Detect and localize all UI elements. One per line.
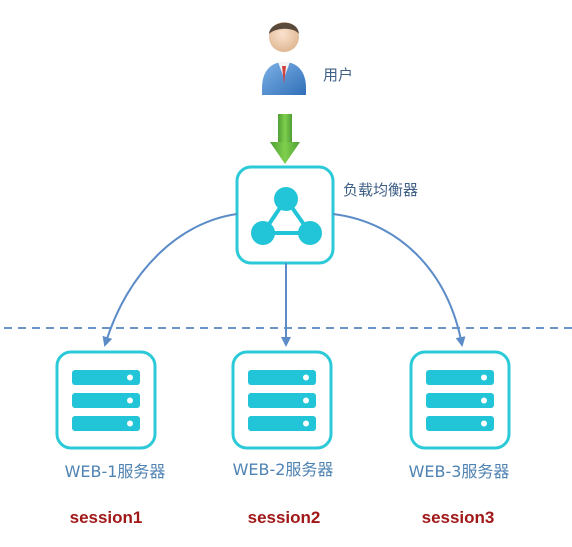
arrow-to-web3 — [332, 213, 466, 347]
web3-server-box[interactable] — [409, 350, 511, 450]
server-stack-icon — [72, 370, 140, 431]
user-label: 用户 — [323, 66, 354, 84]
load-balancer-label: 负载均衡器 — [343, 181, 419, 199]
web1-session-label: session1 — [69, 508, 143, 527]
share-nodes-icon — [251, 187, 322, 245]
web3-server-label: WEB-3服务器 — [408, 462, 510, 481]
web3-session-label: session3 — [421, 508, 495, 527]
down-arrow-icon — [270, 114, 300, 164]
user-icon — [262, 22, 306, 95]
load-balancer-box[interactable] — [235, 165, 335, 265]
web2-server-box[interactable] — [231, 350, 333, 450]
web2-session-label: session2 — [247, 508, 321, 527]
server-stack-icon — [426, 370, 494, 431]
web1-server-box[interactable] — [55, 350, 157, 450]
web1-server-label: WEB-1服务器 — [64, 462, 166, 481]
server-stack-icon — [248, 370, 316, 431]
web2-server-label: WEB-2服务器 — [232, 460, 334, 479]
arrow-to-web1 — [102, 213, 238, 347]
